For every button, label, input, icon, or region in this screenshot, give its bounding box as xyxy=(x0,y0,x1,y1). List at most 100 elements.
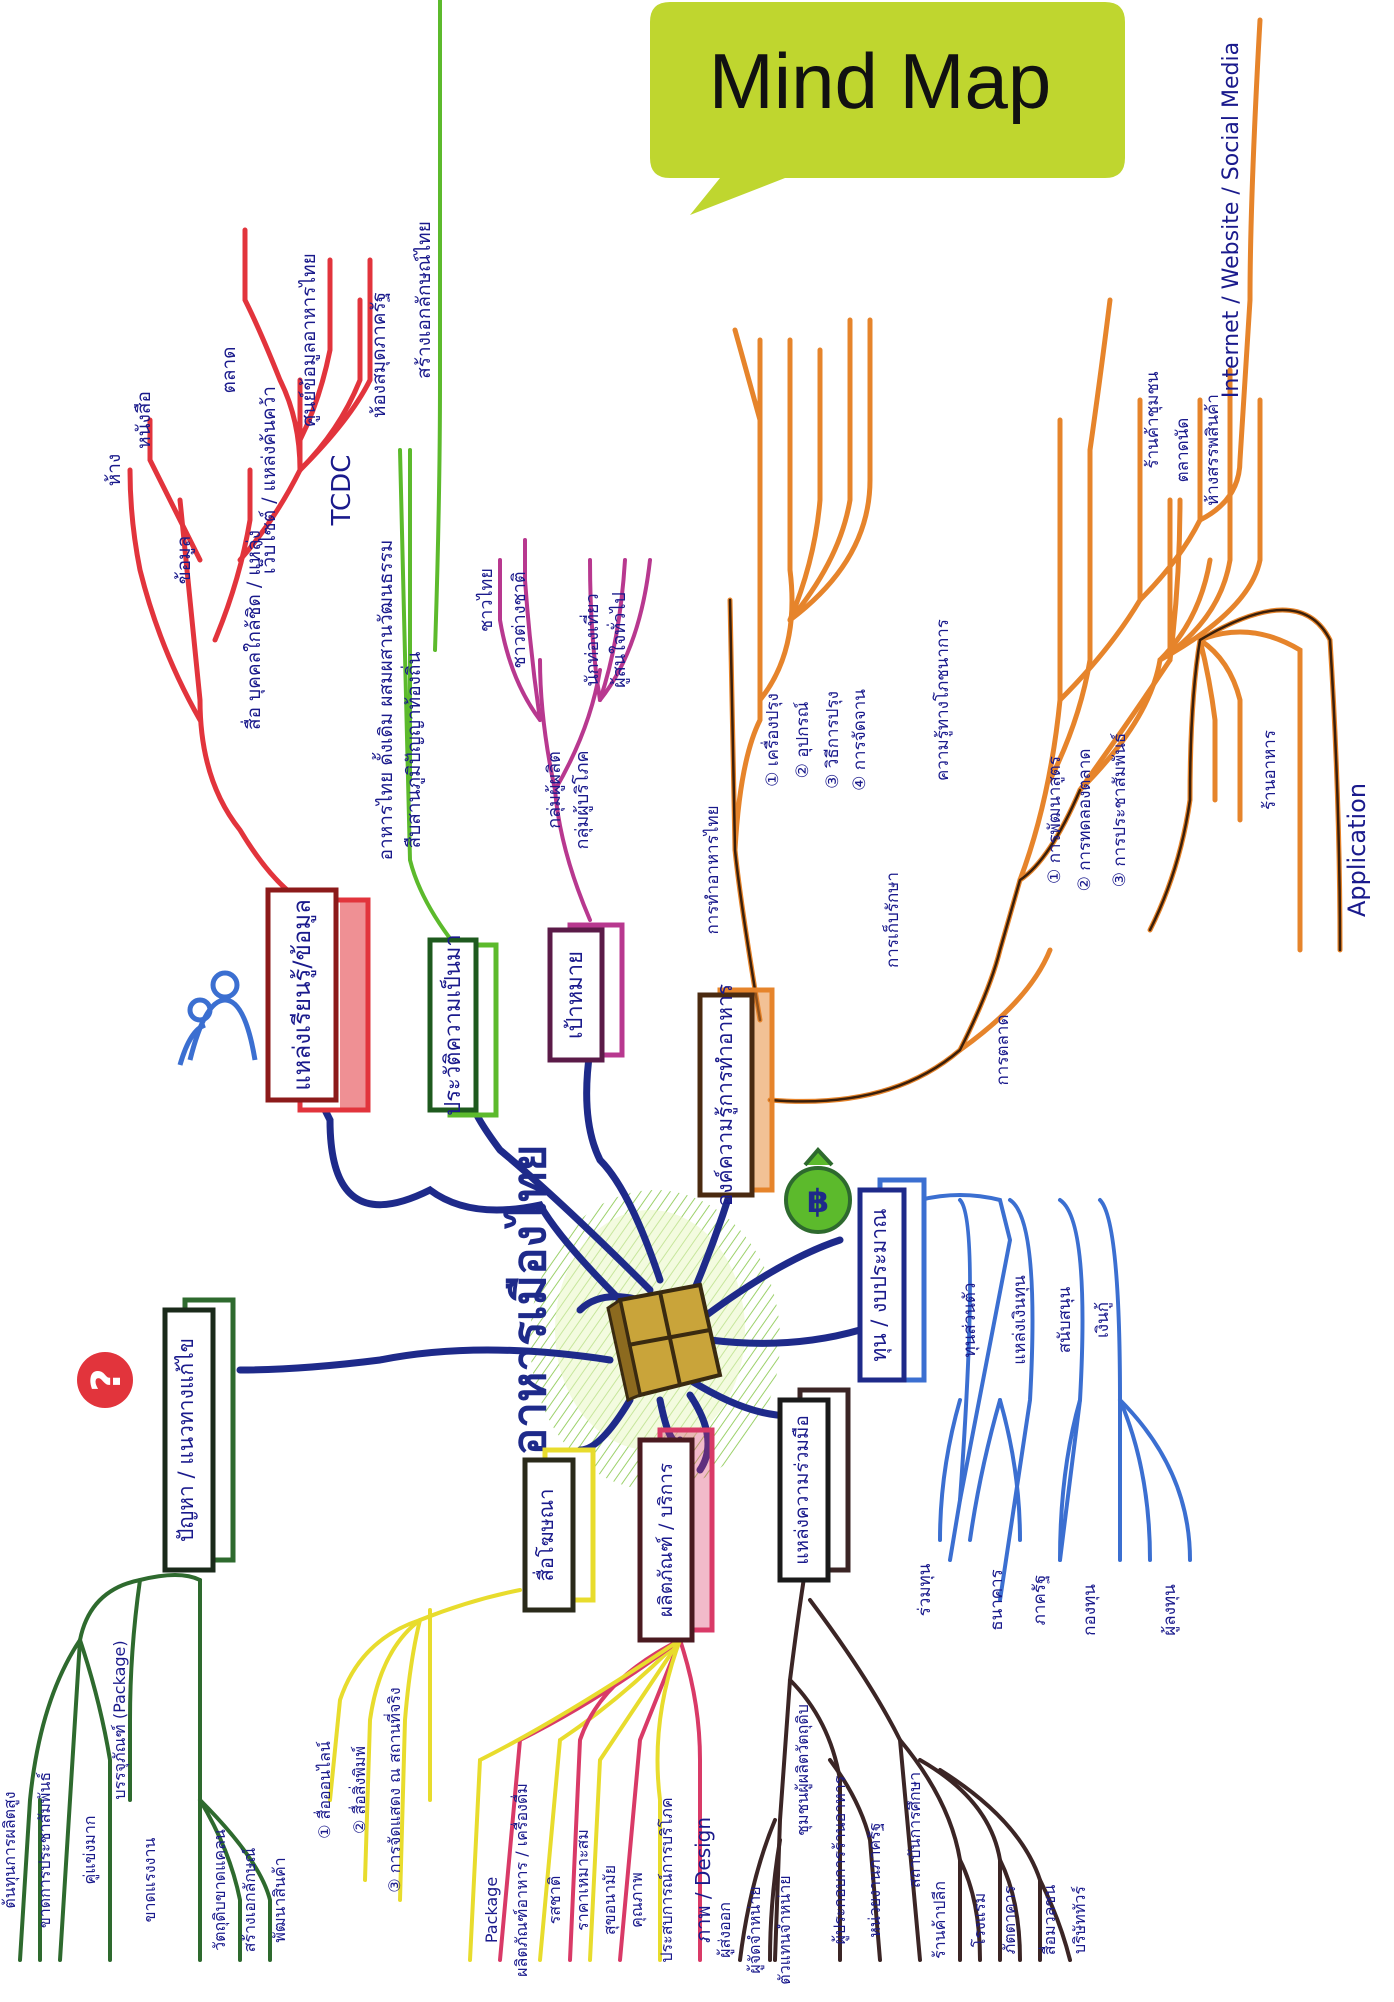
partners-item: ตัวแทนจำหน่าย xyxy=(775,1875,794,1984)
branch-problems-box: ปัญหา / แนวทางแก้ไข xyxy=(165,1300,233,1570)
knowledge-item: ร้านอาหาร xyxy=(1260,730,1280,810)
money-bag-icon: ฿ xyxy=(786,1150,850,1232)
page-title: Mind Map xyxy=(709,37,1051,125)
knowledge-item: ③ การประชาสัมพันธ์ xyxy=(1110,733,1130,888)
title-bubble: Mind Map xyxy=(650,2,1125,215)
branch-sources-box: แหล่งเรียนรู้/ข้อมูล xyxy=(268,890,368,1110)
knowledge-item: ④ การจัดจาน xyxy=(850,689,870,791)
knowledge-item: การเก็บรักษา xyxy=(881,872,903,968)
budget-item: ร่วมทุน xyxy=(915,1563,935,1616)
media-item: ② สื่อสิ่งพิมพ์ xyxy=(348,1746,369,1834)
sources-item: เว็บไซต์ / แหล่งค้นคว้า xyxy=(256,386,280,574)
knowledge-item: ร้านค้าชุมชน xyxy=(1143,371,1163,468)
services-item: รสชาติ xyxy=(545,1876,564,1925)
partners-item: ชุมชนผู้ผลิตวัตถุดิบ xyxy=(793,1704,813,1836)
budget-item: ผู้ลงทุน xyxy=(1160,1584,1180,1636)
branch-budget-label: ทุน / งบประมาณ xyxy=(867,1208,892,1361)
branch-budget-box: ทุน / งบประมาณ xyxy=(860,1180,924,1380)
question-mark-icon: ? xyxy=(77,1352,133,1408)
svg-text:฿: ฿ xyxy=(807,1182,829,1220)
branch-partners-label: แหล่งความร่วมมือ xyxy=(791,1415,813,1565)
sources-item: TCDC xyxy=(327,455,357,527)
partners-item: บริษัททัวร์ xyxy=(1070,1886,1089,1954)
partners-item: ร้านค้าปลีก xyxy=(930,1881,949,1959)
history-item: สร้างเอกลักษณ์ไทย xyxy=(413,221,435,379)
history-item: สืบสานภูมิปัญญาท้องถิ่น xyxy=(400,652,425,849)
budget-item: กองทุน xyxy=(1080,1584,1100,1636)
budget-item: ภาครัฐ xyxy=(1030,1575,1050,1626)
center-label: อาหารเมืองไทย xyxy=(502,1145,556,1456)
branch-budget-lines xyxy=(920,1195,1190,1600)
problems-item: สร้างเอกลักษณ์ xyxy=(240,1847,259,1952)
problems-item: ขาดแรงงาน xyxy=(140,1838,159,1923)
branch-partners-box: แหล่งความร่วมมือ xyxy=(780,1390,848,1580)
branch-media-box: สื่อโฆษณา xyxy=(525,1450,593,1610)
sources-item: หนังสือ xyxy=(133,391,155,449)
branch-problems-label: ปัญหา / แนวทางแก้ไข xyxy=(174,1338,198,1542)
branch-knowledge-lines xyxy=(730,20,1340,1101)
branch-history-box: ประวัติความเป็นมา xyxy=(430,934,496,1116)
budget-item: เงินกู้ xyxy=(1093,1302,1113,1338)
partners-item: สื่อมวลชน xyxy=(1038,1885,1059,1956)
branch-knowledge-inner xyxy=(730,600,1340,1101)
services-item: สุขอนามัย xyxy=(600,1865,620,1935)
knowledge-item: ② การทดลองตลาด xyxy=(1075,749,1095,892)
partners-item: สถาบันการศึกษา xyxy=(905,1772,924,1888)
branch-knowledge-box: องค์ความรู้การทำอาหาร xyxy=(700,984,772,1206)
partners-item: หน่วยงานภาครัฐ xyxy=(865,1822,884,1937)
branch-knowledge-label: องค์ความรู้การทำอาหาร xyxy=(713,984,738,1206)
people-icon xyxy=(180,973,255,1065)
problems-item: คู่แข่งมาก xyxy=(80,1816,100,1885)
branch-sources-label: แหล่งเรียนรู้/ข้อมูล xyxy=(288,899,317,1091)
goals-item: นักท่องเที่ยว xyxy=(579,593,603,686)
knowledge-item: ① การพัฒนาสูตร xyxy=(1045,756,1065,884)
services-item: ผลิตภัณฑ์อาหาร / เครื่องดื่ม xyxy=(510,1783,531,1977)
knowledge-item: Internet / Website / Social Media xyxy=(1219,42,1244,398)
history-item: อาหารไทย ดั้งเดิม ผสมผสานวัฒนธรรม xyxy=(372,540,397,861)
budget-item: แหล่งเงินทุน xyxy=(1010,1275,1030,1365)
sources-item: ตลาด xyxy=(218,347,240,394)
knowledge-item: การตลาด xyxy=(993,1014,1013,1085)
problems-item: ต้นทุนการผลิตสูง xyxy=(0,1791,20,1908)
knowledge-item: ความรู้ทางโภชนาการ xyxy=(932,619,953,781)
services-item: ภาพ / Design xyxy=(691,1817,715,1943)
goals-item: ชาวต่างชาติ xyxy=(509,571,530,668)
branch-services-label: ผลิตภัณฑ์ / บริการ xyxy=(655,1463,677,1617)
budget-item: ธนาคาร xyxy=(987,1569,1007,1631)
problems-item: ขาดการประชาสัมพันธ์ xyxy=(35,1772,54,1928)
branch-goals-label: เป้าหมาย xyxy=(563,951,588,1039)
partners-item: ผู้จัดจำหน่าย xyxy=(745,1886,765,1973)
knowledge-item: ① เครื่องปรุง xyxy=(760,693,783,787)
services-item: ประสบการณ์การบริโภค xyxy=(657,1797,676,1962)
knowledge-item: การทำอาหารไทย xyxy=(702,805,723,934)
partners-item: โรงแรม xyxy=(970,1893,989,1947)
media-item: ① สื่อออนไลน์ xyxy=(313,1741,334,1839)
knowledge-item: ③ วิธีการปรุง xyxy=(823,691,843,789)
knowledge-item: ตลาดนัด xyxy=(1173,418,1193,483)
budget-item: ทุนส่วนตัว xyxy=(960,1283,980,1358)
sources-item: ศูนย์ข้อมูลอาหารไทย xyxy=(298,253,320,426)
goals-item: ชาวไทย xyxy=(475,568,497,632)
goals-item: กลุ่มผู้ผลิต xyxy=(544,751,565,829)
branch-knowledge-items: การทำอาหารไทย ① เครื่องปรุง ② อุปกรณ์ ③ … xyxy=(702,42,1371,1086)
knowledge-item: Application xyxy=(1343,783,1371,917)
svg-text:?: ? xyxy=(84,1368,130,1391)
branch-media-label: สื่อโฆษณา xyxy=(532,1489,558,1582)
knowledge-item: ② อุปกรณ์ xyxy=(793,701,813,778)
sources-item: ห้องสมุดภาครัฐ xyxy=(368,292,391,418)
services-item: คุณภาพ xyxy=(627,1872,647,1928)
goals-item: กลุ่มผู้บริโภค xyxy=(571,750,593,849)
services-item: ราคาเหมาะสม xyxy=(573,1829,592,1931)
partners-item: ผู้ส่งออก xyxy=(715,1902,735,1958)
branch-media-items: ① สื่อออนไลน์ ② สื่อสิ่งพิมพ์ ③ การจัดแส… xyxy=(313,1687,404,1892)
knowledge-item: ห้างสรรพสินค้า xyxy=(1203,394,1223,506)
branch-services-box: ผลิตภัณฑ์ / บริการ xyxy=(640,1430,712,1640)
problems-item: วัตถุดิบขาดแคลน xyxy=(210,1829,230,1951)
branch-sources-items: ข้อมูล ห้าง สื่อ บุคคลใกล้ชิด / แหล่ง หน… xyxy=(103,253,391,730)
branch-history-label: ประวัติความเป็นมา xyxy=(438,934,466,1116)
partners-item: ภัตตาคาร xyxy=(1000,1885,1019,1954)
problems-item: พัฒนาสินค้า xyxy=(270,1857,289,1942)
partners-item: ผู้ประกอบการร้านอาหาร xyxy=(830,1775,850,1944)
